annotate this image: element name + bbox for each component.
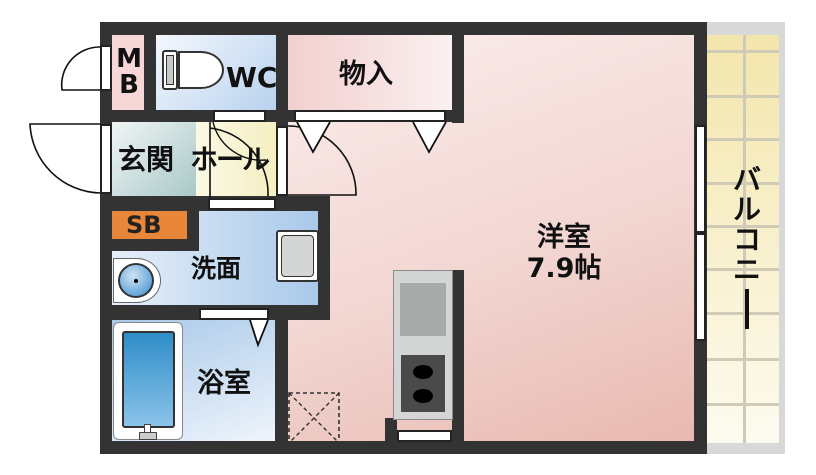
- burner-icon: [413, 389, 433, 403]
- wall-bottom: [100, 441, 707, 454]
- wall-bath-right: [275, 305, 288, 454]
- wall-kitchen-post: [385, 418, 397, 448]
- balcony-window-upper: [695, 125, 706, 233]
- hall-label: ホール: [190, 143, 270, 176]
- toilet-bowl-icon: [178, 51, 224, 89]
- kitchen-bottom-opening: [397, 430, 452, 442]
- storage-door: [294, 110, 446, 122]
- wall-washroom-top: [276, 196, 330, 211]
- kitchen-sink: [400, 283, 446, 336]
- fridge-space-icon: [288, 392, 340, 444]
- wall: [112, 239, 199, 251]
- western-room-name: 洋室: [537, 222, 591, 253]
- wall-washroom-right: [318, 196, 330, 320]
- kitchen-stove: [401, 355, 445, 412]
- wall-top: [100, 22, 705, 35]
- mb-label: M B: [116, 46, 142, 98]
- western-room-size: 7.9帖: [526, 253, 602, 284]
- balcony-char: バ: [732, 163, 761, 196]
- wc-label: WC: [226, 61, 278, 94]
- front-door-swing-icon: [29, 123, 101, 194]
- balcony-long-bar: [745, 289, 749, 329]
- hall-top-opening: [213, 110, 266, 122]
- washing-machine-icon: [276, 230, 319, 282]
- wall-storage-right: [452, 22, 464, 123]
- balcony-char: ル: [732, 193, 761, 226]
- washbasin-icon: [113, 258, 161, 303]
- storage-door-triangle-icon: [412, 121, 447, 154]
- balcony-window-lower: [695, 233, 706, 341]
- hall-door-swing-icon: [209, 122, 269, 198]
- entrance-room: [112, 122, 196, 196]
- entrance-label: 玄関: [118, 143, 175, 176]
- mb-label-line2: B: [119, 70, 139, 100]
- burner-icon: [413, 365, 433, 379]
- bathtub-icon: [113, 322, 183, 440]
- bath-door-triangle-icon: [249, 319, 269, 348]
- mb-label-line1: M: [116, 44, 142, 74]
- front-door-frame: [100, 124, 112, 194]
- balcony: [705, 22, 785, 454]
- mb-door-frame: [100, 45, 112, 91]
- kitchen-counter: [393, 270, 453, 420]
- wall-mb-wc: [144, 22, 156, 122]
- wall-wc-storage: [276, 22, 288, 122]
- balcony-grid-h: [707, 0, 779, 475]
- hall-bottom-opening: [208, 198, 276, 210]
- balcony-char: ニ: [732, 253, 761, 286]
- balcony-label: バ ル コ ニ: [730, 165, 764, 335]
- storage-label: 物入: [339, 59, 393, 90]
- mb-room: [112, 35, 144, 110]
- balcony-grid-line: [743, 35, 746, 443]
- wall-kitchen-right: [452, 270, 464, 450]
- storage-door-triangle-icon: [296, 121, 331, 154]
- washroom-label: 洗面: [191, 254, 242, 283]
- toilet-tank-icon: [162, 50, 178, 90]
- western-room-label: 洋室 7.9帖: [514, 222, 614, 284]
- storage-room: [288, 35, 452, 110]
- bathroom-label: 浴室: [197, 368, 251, 399]
- bath-door: [199, 308, 269, 320]
- mb-door-swing-icon: [60, 46, 101, 91]
- balcony-char: コ: [732, 223, 761, 256]
- shoe-box-cover: [112, 211, 187, 239]
- shoe-box-label: SB: [126, 211, 162, 239]
- room-door-frame: [276, 126, 288, 196]
